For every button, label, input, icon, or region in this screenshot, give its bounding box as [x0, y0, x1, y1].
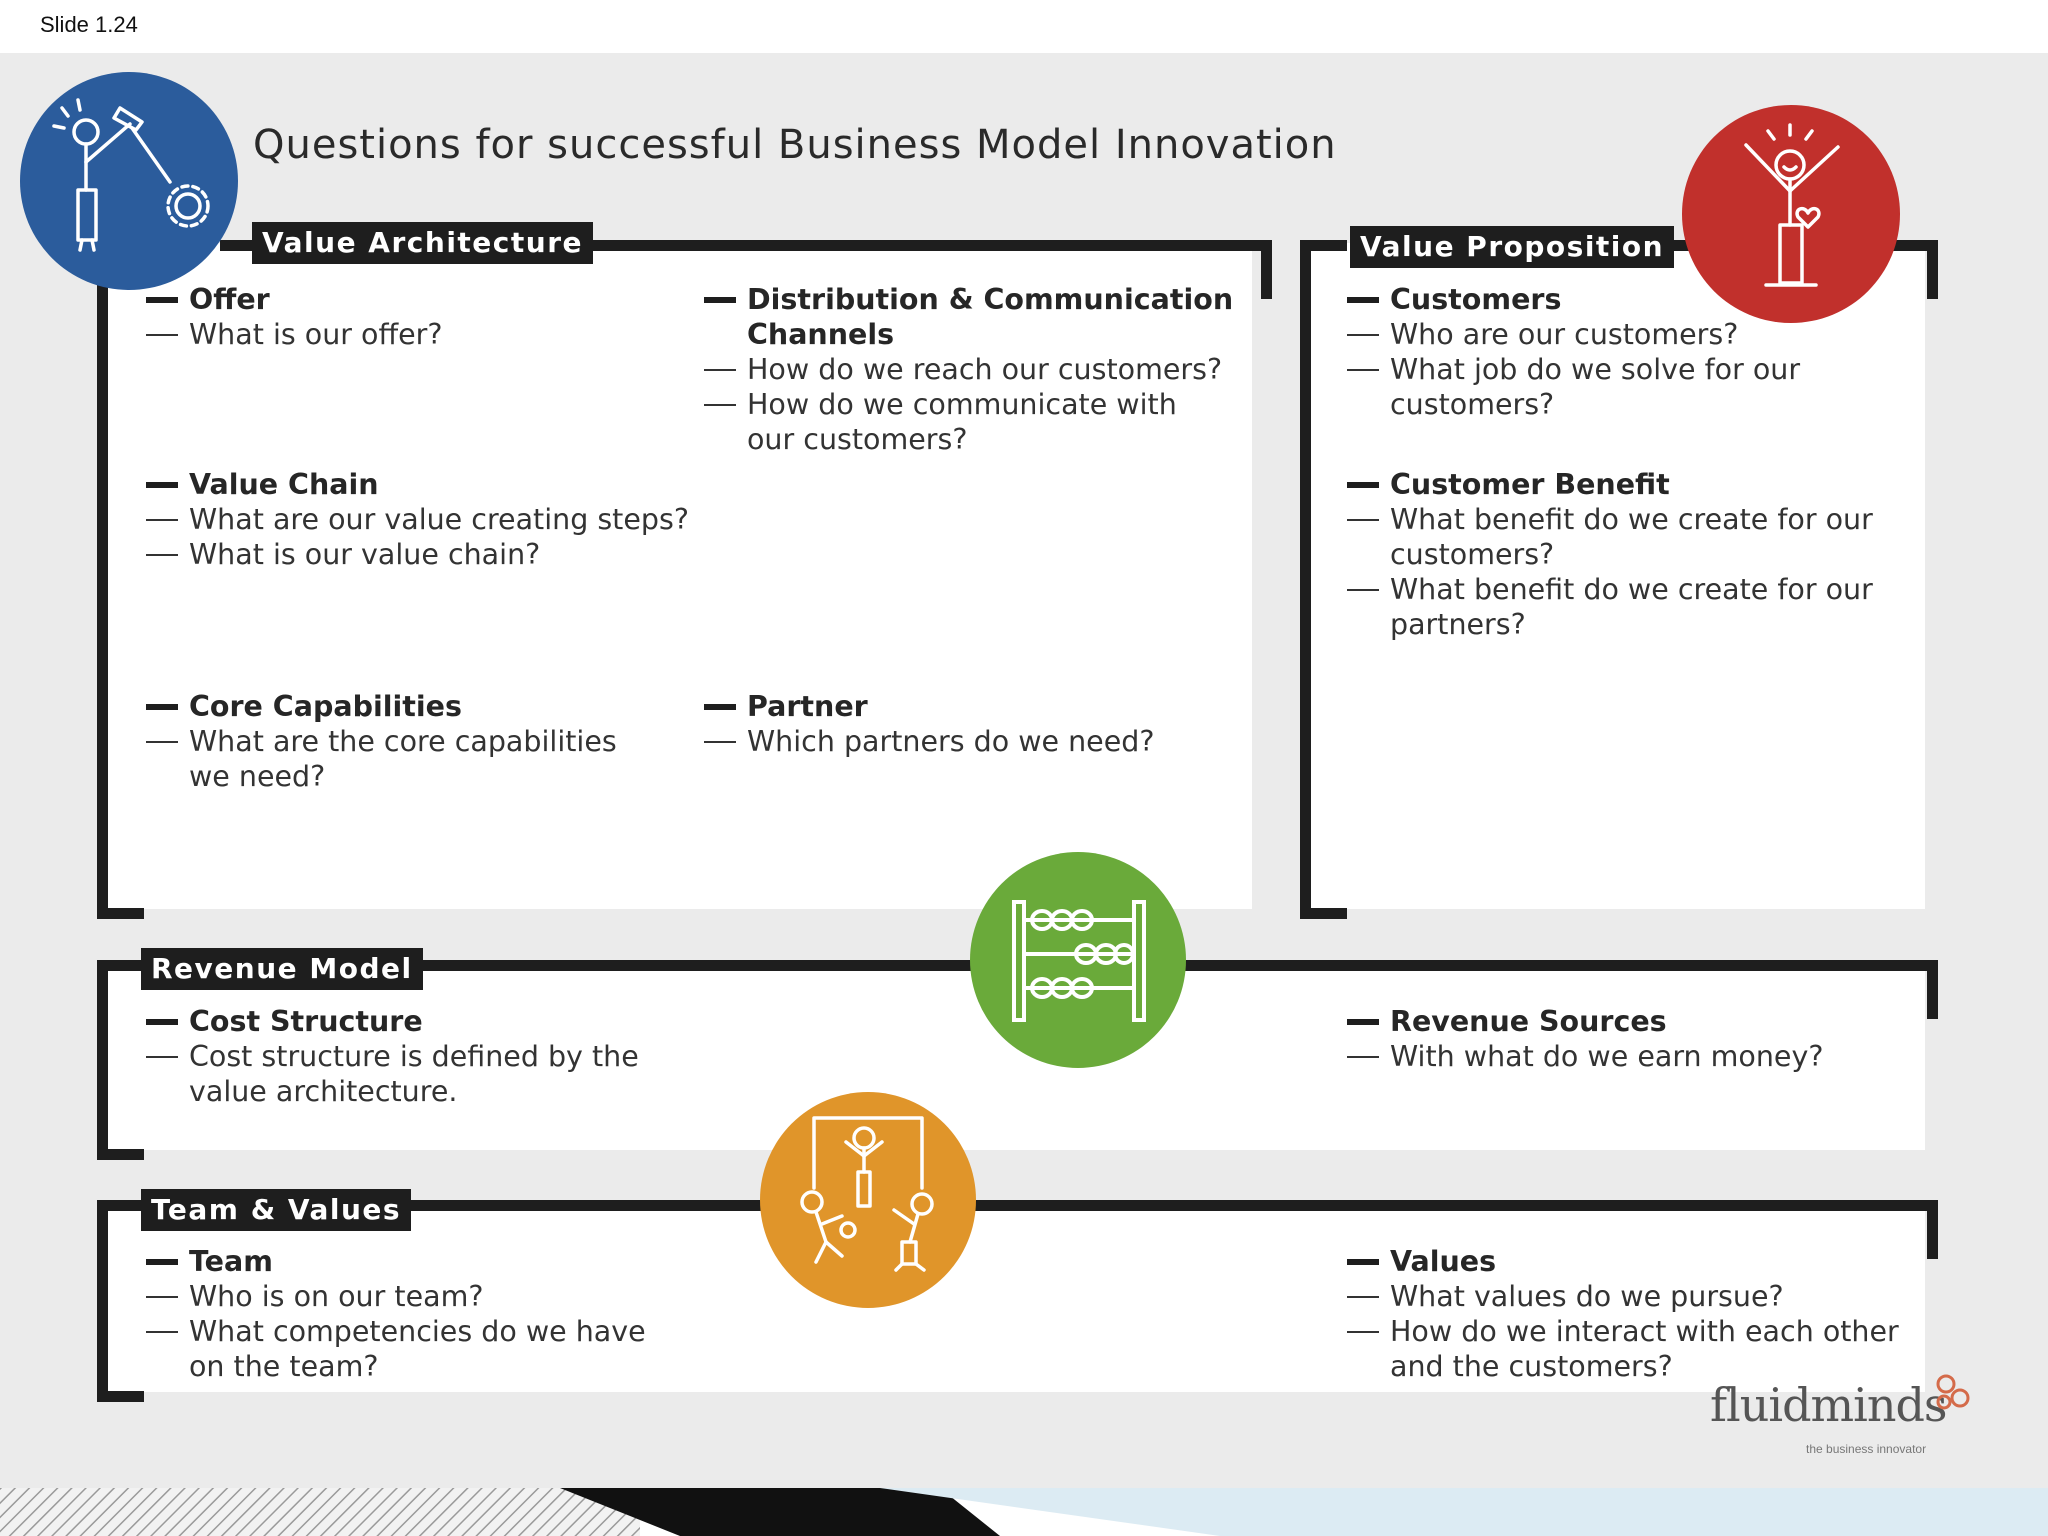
customers-question-2-line1: What job do we solve for our [1390, 353, 1801, 386]
partner-item: Partner Which partners do we need? [704, 689, 1264, 759]
customers-item: Customers Who are our customers? What jo… [1347, 282, 1927, 422]
team-values-panel [102, 1205, 1925, 1392]
team-playing-icon [760, 1092, 976, 1308]
distribution-question-2: How do we communicate with our customers… [704, 387, 1264, 457]
values-question-2-line1: How do we interact with each other [1390, 1315, 1899, 1348]
distribution-heading: Distribution & Communication Channels [704, 282, 1264, 352]
team-question-2-line2: on the team? [189, 1350, 379, 1383]
values-question-2: How do we interact with each other and t… [1347, 1314, 1947, 1384]
customer-benefit-question-1-line2: customers? [1390, 538, 1555, 571]
core-capabilities-heading: Core Capabilities [146, 689, 706, 724]
core-capabilities-question-line1: What are the core capabilities [189, 725, 617, 758]
values-question-2-line2: and the customers? [1390, 1350, 1673, 1383]
page-title: Questions for successful Business Model … [253, 122, 1337, 168]
revenue-model-label: Revenue Model [141, 948, 423, 990]
customers-question-2-line2: customers? [1390, 388, 1555, 421]
distribution-heading-line1: Distribution & Communication [747, 283, 1234, 316]
team-question-1: Who is on our team? [146, 1279, 746, 1314]
cost-structure-heading: Cost Structure [146, 1004, 746, 1039]
footer-stripes-decoration [0, 1488, 2048, 1536]
team-values-bracket-right [300, 1200, 1938, 1259]
team-heading: Team [146, 1244, 746, 1279]
customer-benefit-heading: Customer Benefit [1347, 467, 1937, 502]
value-architecture-bracket-left [97, 240, 144, 919]
value-proposition-bracket-left [1300, 240, 1347, 919]
offer-question: What is our offer? [146, 317, 706, 352]
customer-benefit-question-1: What benefit do we create for our custom… [1347, 502, 1937, 572]
revenue-sources-question: With what do we earn money? [1347, 1039, 1927, 1074]
offer-heading: Offer [146, 282, 706, 317]
customers-question-2: What job do we solve for our customers? [1347, 352, 1927, 422]
revenue-model-bracket-left [97, 960, 144, 1160]
fluidminds-logo: fluidminds the business innovator [1706, 1374, 1976, 1462]
team-values-label: Team & Values [141, 1189, 412, 1231]
partner-question: Which partners do we need? [704, 724, 1264, 759]
cost-structure-question-line2: value architecture. [189, 1075, 458, 1108]
distribution-question-1: How do we reach our customers? [704, 352, 1264, 387]
happy-person-icon [1682, 105, 1900, 323]
value-architecture-label: Value Architecture [252, 222, 593, 264]
value-architecture-bracket-right [220, 240, 1272, 299]
distribution-question-2-line1: How do we communicate with [747, 388, 1177, 421]
cost-structure-item: Cost Structure Cost structure is defined… [146, 1004, 746, 1109]
distribution-question-2-line2: our customers? [747, 423, 968, 456]
team-values-bracket-left [97, 1200, 144, 1402]
revenue-sources-item: Revenue Sources With what do we earn mon… [1347, 1004, 1927, 1074]
customer-benefit-question-1-line1: What benefit do we create for our [1390, 503, 1873, 536]
fluidminds-logo-icon [1936, 1374, 1970, 1410]
core-capabilities-item: Core Capabilities What are the core capa… [146, 689, 706, 794]
footer-band [0, 1488, 2048, 1536]
revenue-sources-heading: Revenue Sources [1347, 1004, 1927, 1039]
logo-tagline: the business innovator [1806, 1442, 1927, 1456]
distribution-item: Distribution & Communication Channels Ho… [704, 282, 1264, 457]
team-question-2: What competencies do we have on the team… [146, 1314, 746, 1384]
value-chain-question-1: What are our value creating steps? [146, 502, 746, 537]
value-architecture-panel [102, 243, 1252, 909]
value-proposition-panel [1305, 243, 1925, 909]
customer-benefit-item: Customer Benefit What benefit do we crea… [1347, 467, 1937, 642]
customers-heading: Customers [1347, 282, 1927, 317]
value-proposition-label: Value Proposition [1350, 226, 1675, 268]
builder-person-icon [20, 72, 238, 290]
offer-item: Offer What is our offer? [146, 282, 706, 352]
values-item: Values What values do we pursue? How do … [1347, 1244, 1947, 1384]
abacus-icon [970, 852, 1186, 1068]
core-capabilities-question: What are the core capabilities we need? [146, 724, 706, 794]
slide-label: Slide 1.24 [40, 12, 138, 37]
logo-wordmark: fluidminds [1710, 1378, 1948, 1432]
team-question-2-line1: What competencies do we have [189, 1315, 646, 1348]
values-question-1: What values do we pursue? [1347, 1279, 1947, 1314]
customer-benefit-question-2: What benefit do we create for our partne… [1347, 572, 1937, 642]
team-item: Team Who is on our team? What competenci… [146, 1244, 746, 1384]
values-heading: Values [1347, 1244, 1947, 1279]
customer-benefit-question-2-line1: What benefit do we create for our [1390, 573, 1873, 606]
value-chain-item: Value Chain What are our value creating … [146, 467, 746, 572]
value-chain-heading: Value Chain [146, 467, 746, 502]
distribution-heading-line2: Channels [747, 318, 895, 351]
customers-question-1: Who are our customers? [1347, 317, 1927, 352]
customer-benefit-question-2-line2: partners? [1390, 608, 1526, 641]
core-capabilities-question-line2: we need? [189, 760, 326, 793]
partner-heading: Partner [704, 689, 1264, 724]
value-chain-question-2: What is our value chain? [146, 537, 746, 572]
cost-structure-question-line1: Cost structure is defined by the [189, 1040, 639, 1073]
cost-structure-question: Cost structure is defined by the value a… [146, 1039, 746, 1109]
